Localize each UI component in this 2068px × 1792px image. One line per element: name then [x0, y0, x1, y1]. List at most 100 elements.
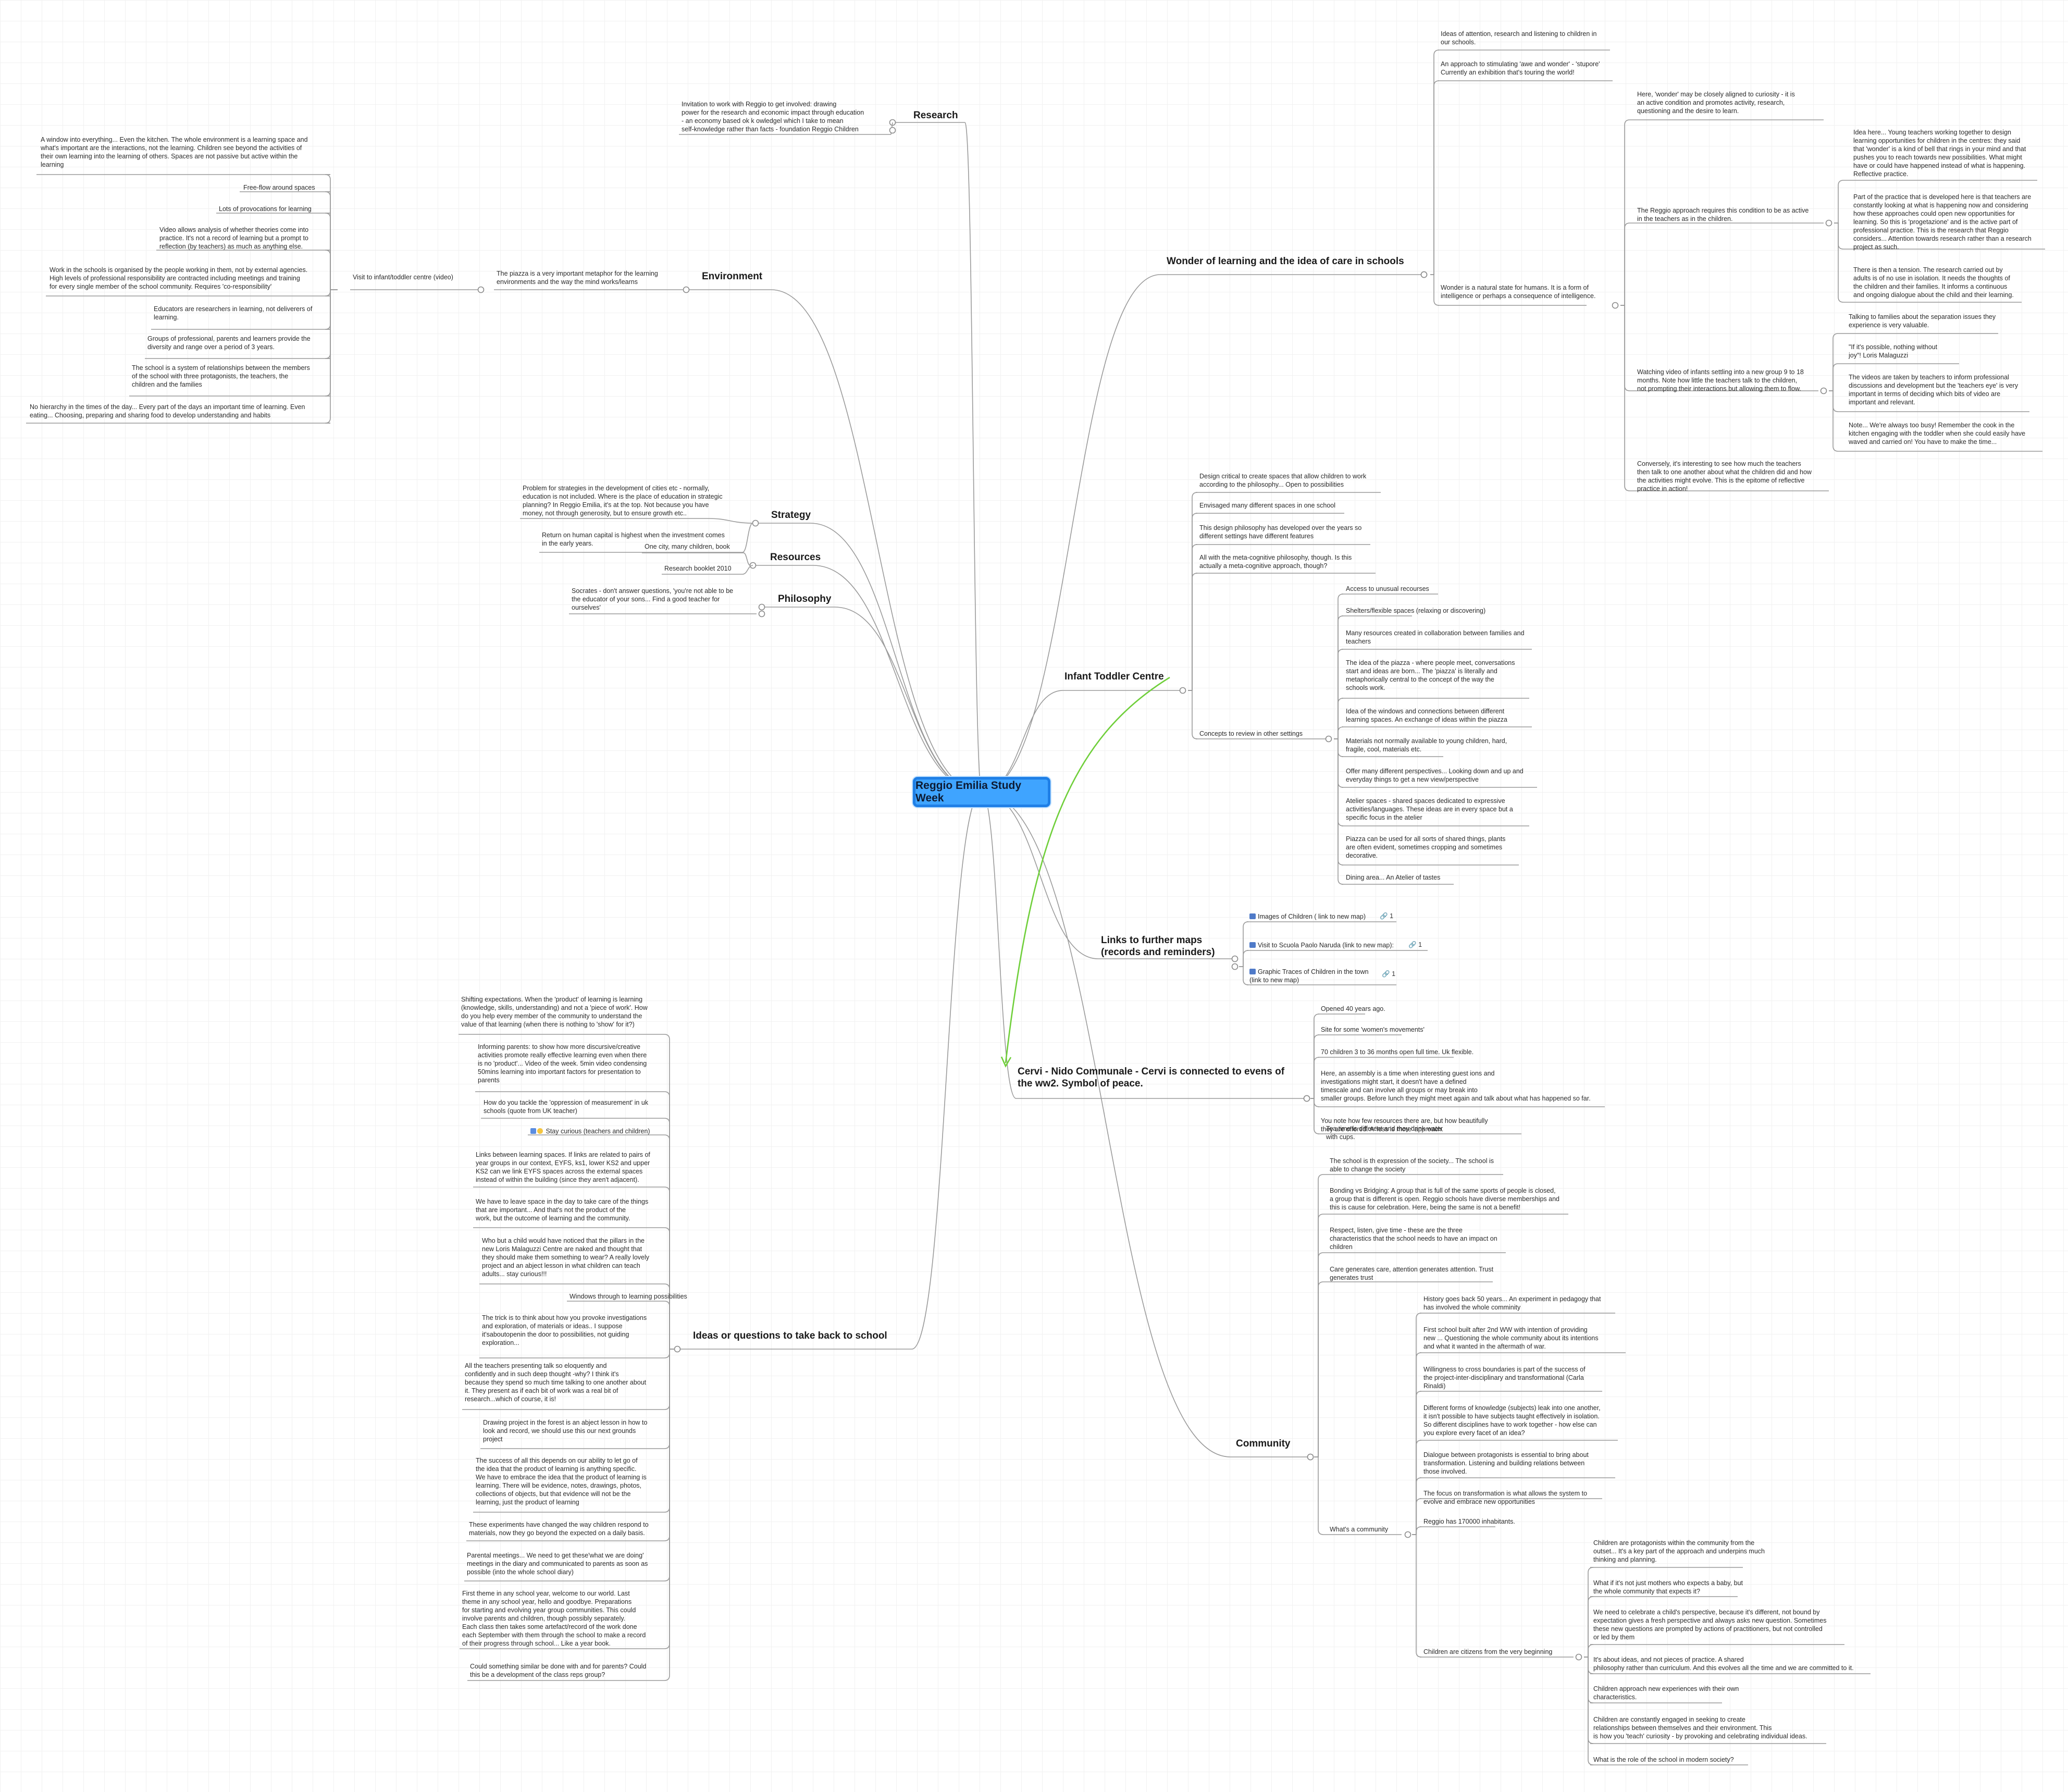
branch-community[interactable]: Community [1236, 1438, 1291, 1449]
concept-item[interactable]: Atelier spaces - shared spaces dedicated… [1346, 797, 1513, 821]
environment-item[interactable]: The school is a system of relationships … [132, 364, 310, 388]
wonder-talking-families[interactable]: Talking to families about the separation… [1849, 313, 1996, 329]
link-count-visit[interactable]: 🔗 1 [1408, 941, 1422, 949]
collapse-toggle[interactable] [1825, 219, 1832, 227]
collapse-toggle[interactable] [1231, 963, 1239, 970]
wonder-too-busy[interactable]: Note... We're always too busy! Remember … [1849, 422, 2026, 446]
concept-item[interactable]: Idea of the windows and connections betw… [1346, 708, 1507, 723]
community-whats-item[interactable]: First school built after 2nd WW with int… [1423, 1326, 1599, 1350]
wonder-awe[interactable]: An approach to stimulating 'awe and wond… [1441, 60, 1600, 76]
community-item[interactable]: Care generates care, attention generates… [1330, 1266, 1494, 1281]
idea-item[interactable]: Shifting expectations. When the 'product… [461, 996, 648, 1028]
collapse-toggle[interactable] [1420, 271, 1428, 278]
environment-item[interactable]: Groups of professional, parents and lear… [147, 335, 311, 351]
link-images-of-children[interactable]: Images of Children ( link to new map) [1249, 912, 1366, 921]
link-graphic-traces[interactable]: Graphic Traces of Children in the town (… [1249, 968, 1369, 984]
philosophy-socrates[interactable]: Socrates - don't answer questions, 'you'… [572, 587, 734, 611]
environment-visit-video[interactable]: Visit to infant/toddler centre (video) [353, 274, 453, 281]
infant-concepts[interactable]: Concepts to review in other settings [1199, 730, 1303, 737]
community-whats-item[interactable]: History goes back 50 years... An experim… [1423, 1295, 1601, 1311]
environment-item[interactable]: No hierarchy in the times of the day... … [30, 403, 305, 419]
strategy-human-capital[interactable]: Return on human capital is highest when … [542, 532, 725, 547]
idea-item[interactable]: The success of all this depends on our a… [476, 1457, 647, 1506]
collapse-toggle[interactable] [758, 603, 765, 611]
branch-environment[interactable]: Environment [702, 271, 763, 282]
branch-wonder[interactable]: Wonder of learning and the idea of care … [1167, 256, 1404, 267]
collapse-toggle[interactable] [1303, 1095, 1310, 1102]
idea-item[interactable]: Informing parents: to show how more disc… [478, 1043, 647, 1084]
environment-item[interactable]: Work in the schools is organised by the … [49, 266, 308, 290]
collapse-toggle[interactable] [1404, 1531, 1411, 1538]
community-citizens-item[interactable]: What is the role of the school in modern… [1593, 1756, 1734, 1763]
idea-item[interactable]: Drawing project in the forest is an abje… [483, 1419, 648, 1443]
idea-item-stay-curious[interactable]: Stay curious (teachers and children) [530, 1127, 650, 1135]
community-citizens-item[interactable]: It's about ideas, and not pieces of prac… [1593, 1656, 1854, 1672]
concept-item[interactable]: Materials not normally available to youn… [1346, 737, 1507, 753]
environment-item[interactable]: Video allows analysis of whether theorie… [159, 226, 309, 250]
collapse-toggle[interactable] [1820, 387, 1827, 394]
link-count-graphic[interactable]: 🔗 1 [1382, 970, 1395, 978]
cervi-item[interactable]: You note how few resources there are, bu… [1321, 1117, 1488, 1133]
branch-strategy[interactable]: Strategy [771, 510, 811, 521]
strategy-problem[interactable]: Problem for strategies in the developmen… [523, 485, 723, 517]
cervi-item[interactable]: Site for some 'women's movements' [1321, 1026, 1425, 1033]
branch-resources[interactable]: Resources [770, 552, 821, 563]
community-citizens-item[interactable]: We need to celebrate a child's perspecti… [1593, 1609, 1827, 1641]
wonder-watching-video[interactable]: Watching video of infants settling into … [1637, 368, 1804, 392]
idea-item[interactable]: Could something similar be done with and… [470, 1663, 647, 1678]
wonder-part-of-practice[interactable]: Part of the practice that is developed h… [1853, 193, 2032, 251]
environment-item[interactable]: A window into everything... Even the kit… [41, 136, 308, 168]
environment-item[interactable]: Lots of provocations for learning [219, 205, 312, 213]
cervi-item[interactable]: Tea time is different and they drink wat… [1326, 1125, 1443, 1141]
community-citizens-item[interactable]: Children are protagonists within the com… [1593, 1539, 1765, 1563]
wonder-young-teachers[interactable]: Idea here... Young teachers working toge… [1853, 129, 2026, 178]
cervi-item[interactable]: 70 children 3 to 36 months open full tim… [1321, 1048, 1474, 1056]
wonder-tension[interactable]: There is then a tension. The research ca… [1853, 266, 2014, 299]
community-whats-item[interactable]: Reggio has 170000 inhabitants. [1423, 1518, 1515, 1525]
community-whats-item[interactable]: Willingness to cross boundaries is part … [1423, 1366, 1586, 1390]
branch-ideas[interactable]: Ideas or questions to take back to schoo… [693, 1330, 887, 1341]
wonder-conversely[interactable]: Conversely, it's interesting to see how … [1637, 460, 1812, 492]
collapse-toggle[interactable] [674, 1345, 681, 1353]
environment-piazza-metaphor[interactable]: The piazza is a very important metaphor … [497, 270, 658, 286]
wonder-curiosity[interactable]: Here, 'wonder' may be closely aligned to… [1637, 91, 1795, 115]
root-topic[interactable]: Reggio Emilia Study Week [913, 777, 1050, 807]
concept-item[interactable]: Offer many different perspectives... Loo… [1346, 768, 1524, 783]
idea-item[interactable]: First theme in any school year, welcome … [462, 1590, 646, 1647]
collapse-toggle[interactable] [683, 286, 690, 293]
infant-meta-cognitive[interactable]: All with the meta-cognitive philosophy, … [1199, 554, 1352, 570]
community-whats-item[interactable]: Dialogue between protagonists is essenti… [1423, 1451, 1589, 1475]
wonder-videos-taken[interactable]: The videos are taken by teachers to info… [1849, 374, 2019, 406]
link-scuola-naruda[interactable]: Visit to Scuola Paolo Naruda (link to ne… [1249, 941, 1394, 949]
idea-item[interactable]: Parental meetings... We need to get thes… [467, 1552, 648, 1576]
wonder-malaguzzi-quote[interactable]: "If it's possible, nothing without joy"!… [1849, 343, 1938, 359]
idea-item[interactable]: The trick is to think about how you prov… [482, 1314, 647, 1346]
wonder-attention[interactable]: Ideas of attention, research and listeni… [1441, 30, 1597, 46]
community-citizens-item[interactable]: Children approach new experiences with t… [1593, 1685, 1739, 1701]
infant-design[interactable]: Design critical to create spaces that al… [1199, 473, 1367, 488]
collapse-toggle[interactable] [1179, 687, 1186, 694]
community-whats-item[interactable]: The focus on transformation is what allo… [1423, 1490, 1588, 1505]
research-invitation[interactable]: Invitation to work with Reggio to get in… [682, 101, 864, 133]
community-whats[interactable]: What's a community [1330, 1526, 1389, 1533]
collapse-toggle[interactable] [1325, 735, 1332, 743]
branch-research[interactable]: Research [913, 110, 958, 121]
idea-item[interactable]: All the teachers presenting talk so eloq… [465, 1362, 647, 1403]
concept-item[interactable]: Shelters/flexible spaces (relaxing or di… [1346, 607, 1486, 614]
community-item[interactable]: Respect, listen, give time - these are t… [1330, 1227, 1497, 1251]
community-citizens-item[interactable]: Children are constantly engaged in seeki… [1593, 1716, 1807, 1740]
cervi-item[interactable]: Here, an assembly is a time when interes… [1321, 1070, 1591, 1102]
infant-envisaged[interactable]: Envisaged many different spaces in one s… [1199, 502, 1336, 509]
wonder-condition[interactable]: The Reggio approach requires this condit… [1637, 207, 1809, 223]
collapse-toggle[interactable] [477, 286, 485, 293]
infant-design-philosophy[interactable]: This design philosophy has developed ove… [1199, 524, 1362, 540]
collapse-toggle[interactable] [1231, 955, 1239, 962]
community-citizens[interactable]: Children are citizens from the very begi… [1423, 1648, 1553, 1655]
concept-item[interactable]: The idea of the piazza - where people me… [1346, 659, 1515, 691]
community-item[interactable]: The school is th expression of the socie… [1330, 1157, 1494, 1173]
wonder-natural-state[interactable]: Wonder is a natural state for humans. It… [1441, 284, 1596, 300]
idea-item[interactable]: We have to leave space in the day to tak… [476, 1198, 649, 1222]
environment-item[interactable]: Free-flow around spaces [243, 184, 315, 191]
concept-item[interactable]: Dining area... An Atelier of tastes [1346, 874, 1441, 881]
